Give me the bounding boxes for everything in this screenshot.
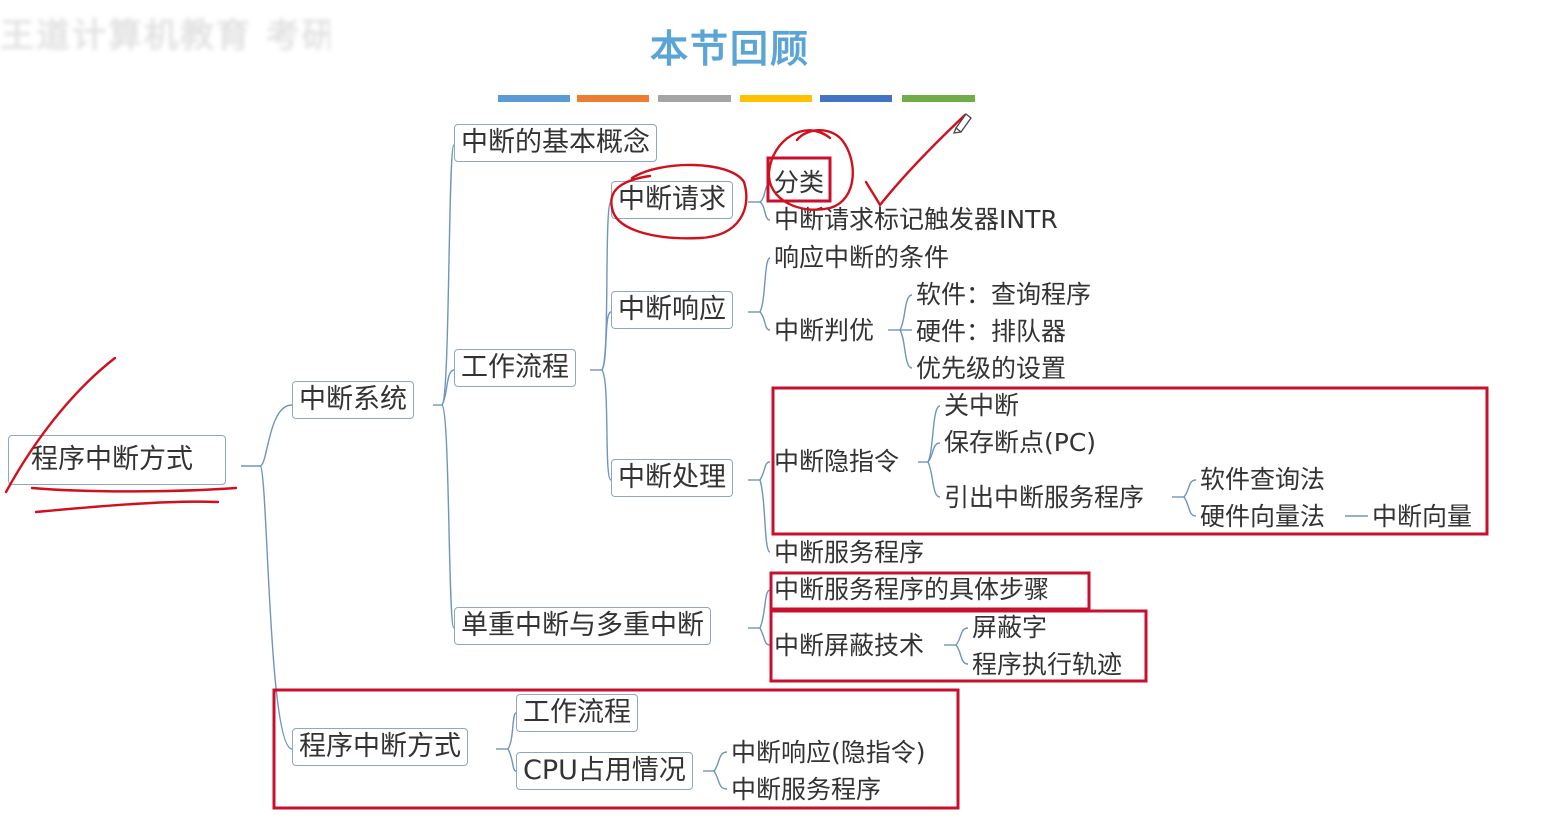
single-multi-interrupt-node: 单重中断与多重中断 bbox=[454, 607, 711, 645]
color-bar-3 bbox=[658, 95, 731, 102]
hidden-instruction-label: 中断隐指令 bbox=[774, 447, 900, 476]
workflow-node: 工作流程 bbox=[454, 349, 576, 387]
exec-track-label: 程序执行轨迹 bbox=[972, 650, 1123, 679]
slide-title: 本节回顾 bbox=[649, 27, 810, 71]
basic-concept-node: 中断的基本概念 bbox=[454, 124, 657, 162]
pim-workflow-node: 工作流程 bbox=[516, 694, 638, 732]
priority-software-label: 软件：查询程序 bbox=[916, 280, 1092, 309]
close-interrupt-label: 关中断 bbox=[944, 391, 1020, 420]
interrupt-vector-label: 中断向量 bbox=[1372, 502, 1473, 531]
color-bar-6 bbox=[902, 95, 975, 102]
service-steps-label: 中断服务程序的具体步骤 bbox=[774, 575, 1050, 604]
software-poll-label: 软件查询法 bbox=[1200, 465, 1326, 494]
service-program-label: 中断服务程序 bbox=[774, 538, 925, 567]
mask-word-label: 屏蔽字 bbox=[972, 613, 1048, 642]
mindmap-root-node: 程序中断方式 bbox=[8, 435, 226, 485]
mask-technique-label: 中断屏蔽技术 bbox=[774, 631, 925, 660]
color-bar-5 bbox=[820, 95, 892, 102]
interrupt-processing-node: 中断处理 bbox=[611, 459, 733, 497]
color-bar-1 bbox=[498, 95, 570, 102]
cpu-usage-node: CPU占用情况 bbox=[516, 752, 693, 790]
response-condition-label: 响应中断的条件 bbox=[774, 243, 950, 272]
interrupt-request-node: 中断请求 bbox=[611, 181, 733, 219]
program-interrupt-mode-node: 程序中断方式 bbox=[292, 728, 468, 766]
color-bar-2 bbox=[577, 95, 649, 102]
interrupt-response-node: 中断响应 bbox=[611, 291, 733, 329]
interrupt-system-node: 中断系统 bbox=[292, 381, 414, 419]
classify-label: 分类 bbox=[774, 168, 825, 197]
priority-hardware-label: 硬件：排队器 bbox=[916, 317, 1067, 346]
save-pc-label: 保存断点(PC) bbox=[944, 428, 1097, 457]
color-bar-4 bbox=[740, 95, 812, 102]
priority-setting-label: 优先级的设置 bbox=[916, 354, 1067, 383]
hardware-vector-label: 硬件向量法 bbox=[1200, 502, 1326, 531]
cpu-service-label: 中断服务程序 bbox=[731, 775, 882, 804]
watermark: 王道计算机教育 考研 bbox=[0, 16, 330, 56]
priority-judge-label: 中断判优 bbox=[774, 316, 875, 345]
intr-flipflop-label: 中断请求标记触发器INTR bbox=[774, 205, 1058, 234]
route-service-label: 引出中断服务程序 bbox=[944, 483, 1145, 512]
cpu-response-label: 中断响应(隐指令) bbox=[731, 738, 926, 767]
